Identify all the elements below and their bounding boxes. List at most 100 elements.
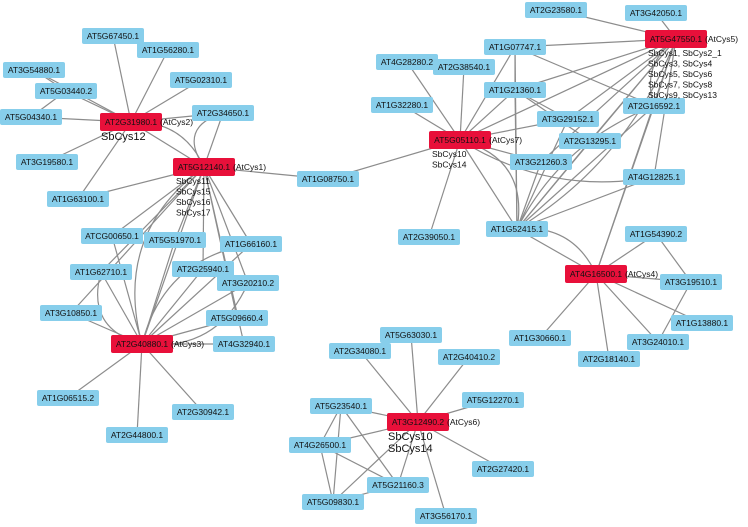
network-edge <box>428 139 461 238</box>
network-edge <box>202 166 205 270</box>
gene-node[interactable]: AT3G21260.3 <box>510 154 572 170</box>
gene-node[interactable]: ATCG00650.1 <box>81 228 143 244</box>
gene-node[interactable]: AT3G19580.1 <box>16 154 78 170</box>
gene-node[interactable]: AT5G67450.1 <box>82 28 144 44</box>
hub-node[interactable]: AT5G12140.1(AtCys1) <box>173 158 266 176</box>
gene-node[interactable]: AT2G34080.1 <box>329 343 391 359</box>
gene-node[interactable]: AT3G24010.1 <box>627 334 689 350</box>
gene-node[interactable]: AT2G40410.2 <box>438 349 500 365</box>
gene-node[interactable]: AT1G66160.1 <box>220 236 282 252</box>
gene-node[interactable]: AT3G42050.1 <box>625 5 687 21</box>
gene-node[interactable]: AT5G63030.1 <box>380 327 442 343</box>
network-edge <box>406 61 461 141</box>
gene-node[interactable]: AT1G21360.1 <box>484 82 546 98</box>
hub-node-box <box>645 30 707 48</box>
gene-node[interactable]: AT3G19510.1 <box>660 274 722 290</box>
gene-node-label: AT1G54390.2 <box>630 229 683 239</box>
gene-node[interactable]: AT1G62710.1 <box>70 264 132 280</box>
gene-node[interactable]: AT2G34650.1 <box>192 105 254 121</box>
gene-node[interactable]: AT3G20210.2 <box>217 275 279 291</box>
network-edge <box>111 235 143 345</box>
hub-node[interactable]: AT5G05110.1(AtCys7) <box>429 131 522 149</box>
gene-node-box <box>213 336 275 352</box>
gene-node[interactable]: AT5G21160.3 <box>367 477 429 493</box>
gene-node-box <box>462 392 524 408</box>
gene-node-box <box>0 109 62 125</box>
gene-node-label: AT3G19510.1 <box>665 277 718 287</box>
gene-node[interactable]: AT2G27420.1 <box>472 461 534 477</box>
hub-node-box <box>173 158 235 176</box>
gene-node[interactable]: AT2G25940.1 <box>172 261 234 277</box>
hub-node[interactable]: AT2G40880.1(AtCys3) <box>111 335 204 353</box>
gene-node[interactable]: AT1G07747.1 <box>484 39 546 55</box>
gene-node[interactable]: AT2G18140.1 <box>578 351 640 367</box>
gene-node[interactable]: AT3G29152.1 <box>537 111 599 127</box>
gene-node[interactable]: AT2G16592.1 <box>623 98 685 114</box>
gene-node-box <box>137 42 199 58</box>
gene-node[interactable]: AT2G39050.1 <box>398 229 460 245</box>
gene-node[interactable]: AT4G26500.1 <box>289 437 351 453</box>
gene-node[interactable]: AT5G03440.2 <box>35 83 97 99</box>
network-edge <box>203 166 249 284</box>
gene-node[interactable]: AT1G54390.2 <box>625 226 687 242</box>
gene-node[interactable]: AT1G06515.2 <box>37 390 99 406</box>
hub-node[interactable]: AT2G31980.1(AtCys2) <box>100 113 193 131</box>
gene-node[interactable]: AT2G23580.1 <box>525 2 587 18</box>
gene-node[interactable]: AT5G51970.1 <box>144 232 206 248</box>
hub-node[interactable]: AT3G12490.2(AtCys6) <box>387 413 480 431</box>
gene-node[interactable]: AT1G30660.1 <box>509 330 571 346</box>
network-edge <box>203 166 252 245</box>
gene-node-label: AT4G16500.1 <box>570 269 623 279</box>
gene-node-box <box>192 105 254 121</box>
gene-node[interactable]: AT2G44800.1 <box>106 427 168 443</box>
hub-node[interactable]: AT5G47550.1(AtCys5) <box>645 30 738 48</box>
gene-node[interactable]: AT5G23540.1 <box>310 398 372 414</box>
gene-node-box <box>217 275 279 291</box>
gene-node[interactable]: AT4G32940.1 <box>213 336 275 352</box>
sorghum-ortholog-annotation: SbCys10 <box>432 149 467 159</box>
sorghum-ortholog-annotation: SbCys5, SbCys6 <box>648 69 713 79</box>
gene-node[interactable]: AT1G56280.1 <box>137 42 199 58</box>
gene-node[interactable]: AT5G04340.1 <box>0 109 62 125</box>
gene-node-label: AT3G12490.2 <box>392 417 445 427</box>
gene-node[interactable]: AT2G30942.1 <box>172 404 234 420</box>
gene-node[interactable]: AT4G12825.1 <box>623 169 685 185</box>
gene-node[interactable]: AT1G63100.1 <box>47 191 109 207</box>
network-edge <box>567 38 677 120</box>
network-edge <box>397 421 419 486</box>
gene-node-box <box>172 404 234 420</box>
gene-node-box <box>302 494 364 510</box>
gene-node[interactable]: AT1G32280.1 <box>371 97 433 113</box>
gene-node[interactable]: AT2G13295.1 <box>559 133 621 149</box>
gene-node-label: AT3G19580.1 <box>21 157 74 167</box>
gene-node-label: AT2G13295.1 <box>564 136 617 146</box>
network-edge <box>141 343 204 413</box>
network-edge <box>595 273 610 360</box>
gene-node[interactable]: AT3G10850.1 <box>40 305 102 321</box>
gene-node-label: AT2G40410.2 <box>443 352 496 362</box>
gene-node[interactable]: AT5G02310.1 <box>170 72 232 88</box>
network-edge <box>111 166 205 237</box>
gene-node[interactable]: AT4G28280.2 <box>376 54 438 70</box>
gene-node[interactable]: AT2G38540.1 <box>433 59 495 75</box>
gene-node-label: AT2G27420.1 <box>477 464 530 474</box>
hub-ortholog-tag: (AtCys3) <box>171 339 204 349</box>
gene-node[interactable]: AT3G56170.1 <box>415 508 477 524</box>
gene-node-box <box>40 305 102 321</box>
hub-node[interactable]: AT4G16500.1(AtCys4) <box>565 265 658 283</box>
gene-node[interactable]: AT1G13880.1 <box>671 315 733 331</box>
gene-node-box <box>82 28 144 44</box>
gene-node-label: AT2G39050.1 <box>403 232 456 242</box>
network-edge <box>319 444 334 503</box>
gene-node[interactable]: AT1G52415.1 <box>486 221 548 237</box>
gene-node[interactable]: AT5G12270.1 <box>462 392 524 408</box>
gene-node[interactable]: AT5G09830.1 <box>302 494 364 510</box>
gene-node[interactable]: AT5G09660.4 <box>206 310 268 326</box>
hub-node-box <box>387 413 449 431</box>
gene-node-label: AT3G20210.2 <box>222 278 275 288</box>
gene-node-box <box>297 171 359 187</box>
gene-node[interactable]: AT1G08750.1 <box>297 171 359 187</box>
gene-node-label: AT5G51970.1 <box>149 235 202 245</box>
gene-node-box <box>310 398 372 414</box>
gene-node[interactable]: AT3G54880.1 <box>3 62 65 78</box>
